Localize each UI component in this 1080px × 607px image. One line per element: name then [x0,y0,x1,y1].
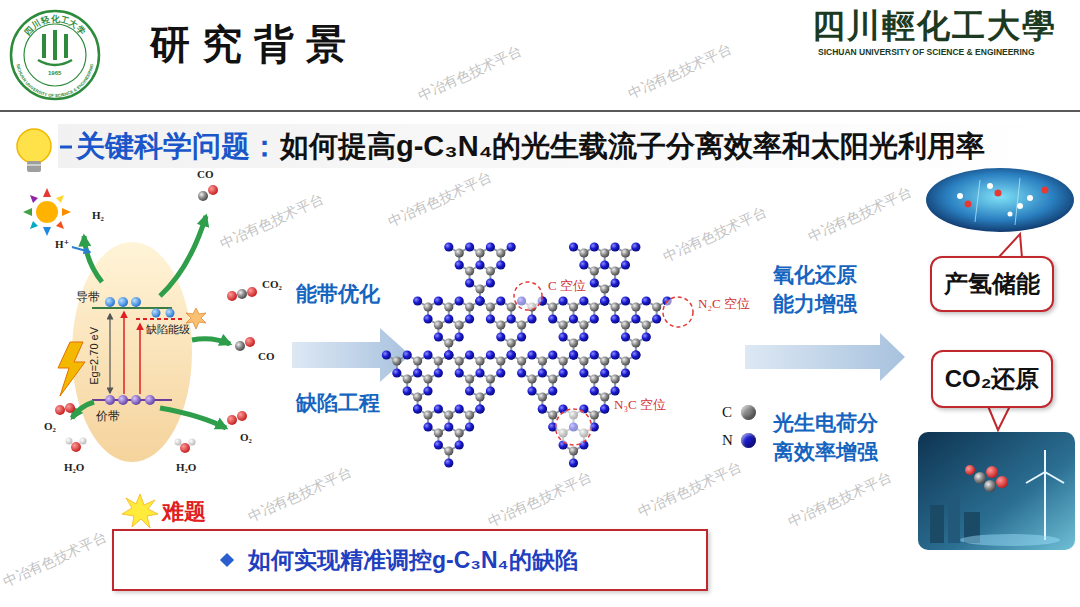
legend-text: C [722,403,732,422]
watermark: 中冶有色技术平台 [386,168,495,231]
watermark: 中冶有色技术平台 [786,468,895,531]
effect-label: 氧化还原能力增强 [773,260,861,319]
sun-icon [23,188,71,236]
logo-year: 1965 [48,70,61,78]
question-text: 如何提高g-C₃N₄的光生载流子分离效率和太阳光利用率 [280,128,986,164]
species-label: H₂O [176,461,196,475]
co2-reduction-image [918,432,1075,550]
band-label: 导带 [76,290,100,305]
slide-title: 研究背景 [150,20,358,70]
hydrogen-image [926,168,1074,232]
light-bulb-icon [17,129,72,172]
university-logo: 四川轻化工大学 SICHUAN UNIVERSITY OF SCIENCE & … [11,11,99,99]
vacancy-label: C 空位 [546,278,588,294]
legend-swatch [741,433,756,448]
logo-ring-text: SICHUAN UNIVERSITY OF SCIENCE & ENGINEER… [15,63,94,98]
species-label: CO [197,168,214,182]
species-label: CO₂ [262,278,282,292]
species-label: H⁺ [55,238,69,252]
watermark: 中冶有色技术平台 [626,40,735,103]
university-name: 四川輕化工大學 [812,6,1057,47]
speech-bubble: CO₂还原 [931,350,1054,408]
bubble-text: 产氢储能 [944,268,1040,300]
band-label: 缺陷能级 [146,323,190,336]
university-name-en: SICHUAN UNIVERSITY OF SCIENCE & ENGINEER… [818,47,1035,58]
species-label: H₂O [64,461,84,475]
step-label: 能带优化 [296,281,380,307]
watermark: 中冶有色技术平台 [636,458,745,521]
process-arrow [745,333,905,381]
question-heading: 关键科学问题： [76,128,279,164]
band-gap-label: Eg=2.70 eV [88,327,102,385]
legend-text: N [722,431,733,450]
bubble-tail [998,234,1022,258]
band-diagram [55,185,257,462]
species-label: CO [258,350,275,364]
problem-box: 难题如何实现精准调控g-C₃N₄的缺陷 [112,529,708,591]
watermark: 中冶有色技术平台 [218,190,327,253]
bubble-tail [988,406,1010,430]
effect-label: 光生电荷分离效率增强 [773,408,882,467]
species-label: H₂ [92,209,104,223]
question-band [58,124,1062,168]
species-label: O₂ [240,431,252,445]
g-c3n4-structure [382,242,693,467]
box-text: 如何实现精准调控g-C₃N₄的缺陷 [248,545,578,576]
logo-ring-text: 四川轻化工大学 [22,14,88,37]
logo-ring-text: SICHUAN UNIVERSITY OF SCIENCE & ENGINEER… [15,63,94,98]
watermark: 中冶有色技术平台 [661,203,770,266]
watermark: 中冶有色技术平台 [806,183,915,246]
legend-swatch [741,405,756,420]
band-label: 价带 [96,409,120,424]
process-arrow [292,328,410,382]
watermark: 中冶有色技术平台 [246,463,355,526]
logo-ring-text: 四川轻化工大学 [22,14,88,37]
box-heading: 难题 [162,497,206,527]
bullet-diamond [220,553,234,567]
starburst [122,494,158,528]
header-rule [0,110,1080,112]
watermark: 中冶有色技术平台 [1,528,110,591]
vacancy-label: N₃C 空位 [612,397,668,413]
vacancy-label: N₂C 空位 [696,296,752,312]
speech-bubble: 产氢储能 [930,256,1054,312]
watermark: 中冶有色技术平台 [486,468,595,531]
watermark: 中冶有色技术平台 [416,42,525,105]
species-label: O₂ [44,420,56,434]
step-label: 缺陷工程 [296,390,380,416]
bubble-text: CO₂还原 [945,363,1040,395]
